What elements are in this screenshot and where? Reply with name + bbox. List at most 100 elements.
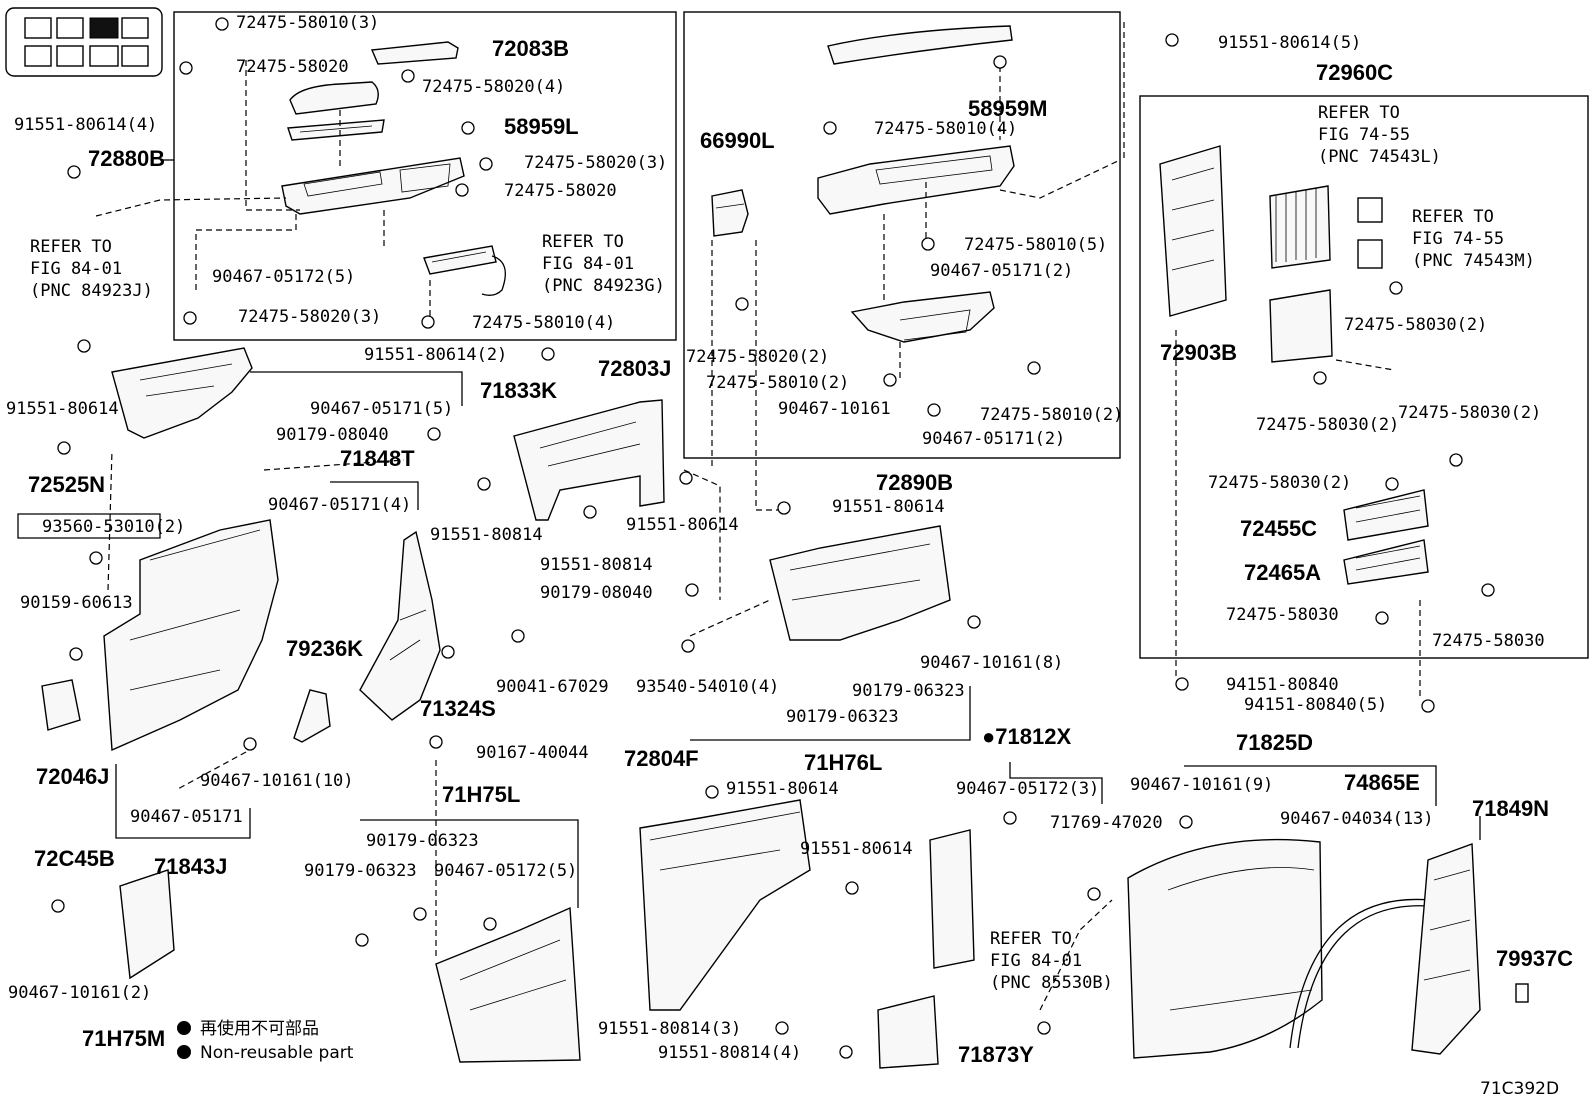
side-panels-graphic (41, 347, 581, 1063)
part-label: 90179-06323 (852, 681, 965, 701)
part-label: 90467-10161(8) (920, 653, 1063, 673)
part-label: 72475-58030 (1432, 631, 1545, 651)
refer-note-1-line3: (PNC 84923J) (30, 281, 153, 301)
part-label: 93560-53010(2) (42, 517, 185, 537)
assembly-72525N: 72525N (28, 472, 105, 497)
assembly-71833K: 71833K (480, 378, 557, 403)
part-label: 94151-80840 (1226, 675, 1339, 695)
assembly-71324S: 71324S (420, 696, 496, 721)
part-label: 91551-80814 (430, 525, 543, 545)
fastener-glyphs (51, 17, 1495, 1059)
assembly-71H76L: 71H76L (804, 750, 882, 775)
assembly-58959M: 58959M (968, 96, 1048, 121)
part-label: 72475-58030(2) (1344, 315, 1487, 335)
assembly-72455C: 72455C (1240, 516, 1317, 541)
vehicle-locator-thumbnail (5, 7, 163, 77)
refer-note-1-line2: FIG 84-01 (30, 259, 122, 279)
assembly-72960C: 72960C (1316, 60, 1393, 85)
center-bracket-graphic (513, 399, 975, 1069)
part-label: 91551-80614 (626, 515, 739, 535)
part-label: 72475-58010(3) (236, 13, 379, 33)
frame-72890B (683, 11, 1121, 459)
part-label: 94151-80840(5) (1244, 695, 1387, 715)
refer-note-5-line2: FIG 84-01 (990, 951, 1082, 971)
part-label: 90159-60613 (20, 593, 133, 613)
ecu-bracket-graphic (1159, 145, 1429, 700)
refer-note-2-line2: FIG 84-01 (542, 254, 634, 274)
part-label: 90467-10161(10) (200, 771, 354, 791)
assembly-72903B: 72903B (1160, 340, 1237, 365)
part-label: 72475-58020(2) (686, 347, 829, 367)
part-label: 72475-58030(2) (1256, 415, 1399, 435)
non-reusable-marker-icon (177, 1021, 191, 1035)
assembly-79236K: 79236K (286, 636, 363, 661)
part-label: 72475-58020 (236, 57, 349, 77)
refer-note-4-line2: FIG 74-55 (1412, 229, 1504, 249)
non-reusable-marker-icon (177, 1045, 191, 1059)
part-label: 90467-10161(9) (1130, 775, 1273, 795)
refer-note-1-line1: REFER TO (30, 237, 112, 257)
part-label: 90179-06323 (304, 861, 417, 881)
assembly-74865E: 74865E (1344, 770, 1420, 795)
part-label: 90467-05171 (130, 807, 243, 827)
part-label: 91551-80614 (726, 779, 839, 799)
assembly-71H75L: 71H75L (442, 782, 520, 807)
part-label: 72475-58010(4) (472, 313, 615, 333)
part-label: 91551-80614 (6, 399, 119, 419)
legend: 再使用不可部品 Non-reusable part (177, 1018, 354, 1063)
part-label: 90467-04034(13) (1280, 809, 1434, 829)
part-label: 72475-58020 (504, 181, 617, 201)
part-label: 90167-40044 (476, 743, 589, 763)
part-label: 90467-10161 (778, 399, 891, 419)
console-top-parts-graphic (95, 41, 506, 318)
part-label: 91551-80614 (800, 839, 913, 859)
assembly-71873Y: 71873Y (958, 1042, 1034, 1067)
part-label: 90467-05172(5) (434, 861, 577, 881)
refer-note-3-line3: (PNC 74543L) (1318, 147, 1441, 167)
diagram-code: 71C392D (1480, 1079, 1559, 1099)
legend-jp: 再使用不可部品 (200, 1018, 319, 1039)
part-label: 90467-05171(2) (922, 429, 1065, 449)
frame-72880B (173, 11, 677, 341)
assembly-58959L: 58959L (504, 114, 579, 139)
assembly-71848T: 71848T (340, 446, 415, 471)
assembly-71H75M: 71H75M (82, 1026, 165, 1051)
refer-note-3-line2: FIG 74-55 (1318, 125, 1410, 145)
part-label: 72475-58020(3) (238, 307, 381, 327)
refer-note-4-line3: (PNC 74543M) (1412, 251, 1535, 271)
assembly-72880B: 72880B (88, 146, 165, 171)
assembly-71812X: ●71812X (982, 724, 1071, 749)
part-label: 91551-80814 (540, 555, 653, 575)
part-label: 71769-47020 (1050, 813, 1163, 833)
part-label: 72475-58030(2) (1208, 473, 1351, 493)
part-label: 91551-80814(3) (598, 1019, 741, 1039)
part-label: 91551-80814(4) (658, 1043, 801, 1063)
part-label: 91551-80614(4) (14, 115, 157, 135)
assembly-72083B: 72083B (492, 36, 569, 61)
part-label: 90179-08040 (540, 583, 653, 603)
part-label: 90041-67029 (496, 677, 609, 697)
assembly-72C45B: 72C45B (34, 846, 115, 871)
part-label: 90179-06323 (366, 831, 479, 851)
refer-note-5-line1: REFER TO (990, 929, 1072, 949)
part-label: 72475-58010(4) (874, 119, 1017, 139)
bracket-leaders (17, 159, 1481, 908)
assembly-72890B: 72890B (876, 470, 953, 495)
part-label: 90467-10161(2) (8, 983, 151, 1003)
refer-note-3-line1: REFER TO (1318, 103, 1400, 123)
assembly-72465A: 72465A (1244, 560, 1321, 585)
assembly-72046J: 72046J (36, 764, 109, 789)
part-label: 90467-05172(5) (212, 267, 355, 287)
part-label: 72475-58010(5) (964, 235, 1107, 255)
part-label: 91551-80614(5) (1218, 33, 1361, 53)
part-label: 93540-54010(4) (636, 677, 779, 697)
part-label: 90179-08040 (276, 425, 389, 445)
part-label: 90467-05172(3) (956, 779, 1099, 799)
assembly-71843J: 71843J (154, 854, 227, 879)
frame-72960C (1139, 95, 1589, 659)
console-upper-panel-graphic (711, 22, 1125, 511)
assembly-66990L: 66990L (700, 128, 775, 153)
part-label: 91551-80614(2) (364, 345, 507, 365)
